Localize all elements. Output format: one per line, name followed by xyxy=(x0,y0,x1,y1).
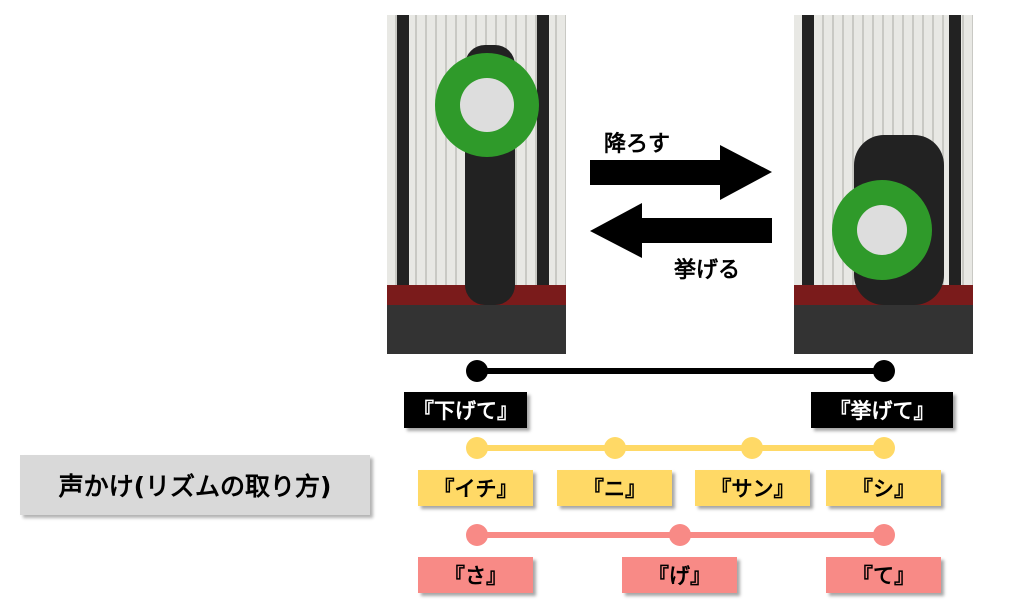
timeline-dot xyxy=(466,524,488,546)
timeline-dot xyxy=(466,360,488,382)
cue-raise: 『挙げて』 xyxy=(811,392,953,428)
timeline-dot xyxy=(741,437,763,459)
raise-label: 挙げる xyxy=(674,258,741,283)
voice-cue-text: 声かけ(リズムの取り方) xyxy=(58,472,332,501)
cue-count-2: 『ニ』 xyxy=(557,470,672,506)
arrow-right-icon xyxy=(590,145,772,200)
timeline-dot xyxy=(466,437,488,459)
cue-sa: 『さ』 xyxy=(418,557,533,593)
cue-ge: 『げ』 xyxy=(622,557,737,593)
cue-lower: 『下げて』 xyxy=(404,392,527,428)
arrow-left-icon xyxy=(590,203,772,258)
timeline-black xyxy=(477,368,884,374)
timeline-yellow xyxy=(477,445,884,451)
cue-count-4: 『シ』 xyxy=(826,470,941,506)
timeline-dot xyxy=(669,524,691,546)
timeline-dot xyxy=(604,437,626,459)
cue-count-3: 『サン』 xyxy=(695,470,810,506)
standing-squat-photo xyxy=(387,15,566,354)
cue-te: 『て』 xyxy=(826,557,941,593)
cue-count-1: 『イチ』 xyxy=(418,470,533,506)
voice-cue-title: 声かけ(リズムの取り方) xyxy=(20,455,370,515)
timeline-dot xyxy=(873,524,895,546)
bottom-squat-photo xyxy=(794,15,973,354)
lower-label: 降ろす xyxy=(604,132,671,157)
timeline-dot xyxy=(873,360,895,382)
timeline-dot xyxy=(873,437,895,459)
